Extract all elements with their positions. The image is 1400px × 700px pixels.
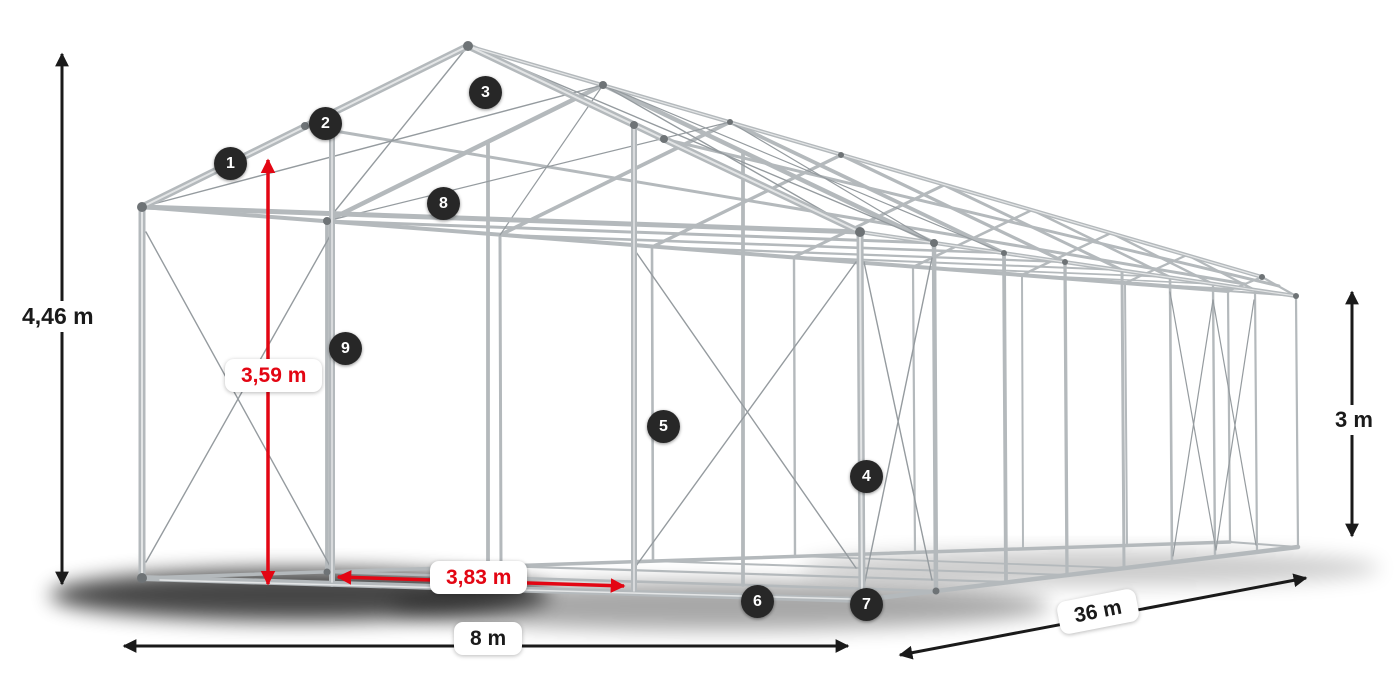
hotspot-1[interactable]: 1 (214, 147, 247, 180)
hotspot-7[interactable]: 7 (850, 588, 883, 621)
label-width: 8 m (454, 622, 523, 655)
label-entrance-width: 3,83 m (430, 561, 528, 594)
hotspot-3[interactable]: 3 (469, 76, 502, 109)
hotspot-9[interactable]: 9 (329, 332, 362, 365)
hotspot-2[interactable]: 2 (309, 107, 342, 140)
steel-frame (137, 41, 1301, 605)
hotspot-8[interactable]: 8 (427, 187, 460, 220)
label-entrance-height: 3,59 m (225, 359, 323, 392)
hotspot-6[interactable]: 6 (741, 585, 774, 618)
label-side-height: 3 m (1322, 405, 1386, 435)
hotspot-4[interactable]: 4 (850, 460, 883, 493)
hotspot-5[interactable]: 5 (647, 410, 680, 443)
label-total-height: 4,46 m (16, 301, 100, 332)
